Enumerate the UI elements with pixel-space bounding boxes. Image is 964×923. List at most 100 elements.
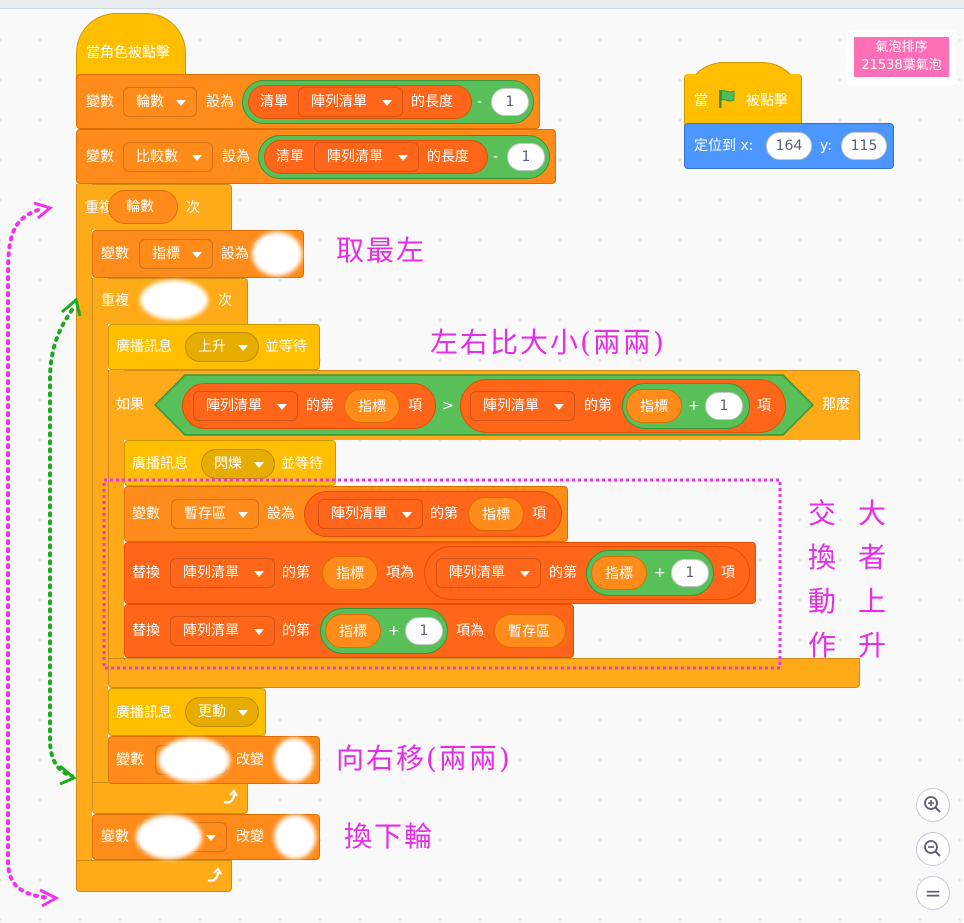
replace2-index: 指標 <box>339 624 367 640</box>
swap-col2-char: 大 <box>858 497 889 530</box>
set2-num-input[interactable]: 1 <box>507 143 545 171</box>
replace1-index2-reporter[interactable]: 指標 <box>591 556 647 590</box>
broadcast-up-dropdown[interactable]: 上升 <box>185 332 259 362</box>
chevron-down-icon <box>277 404 287 410</box>
inner-loop-arrowhead-bottom <box>59 764 77 786</box>
replace1-list-dropdown[interactable]: 陣列清單 <box>170 558 275 588</box>
set2-var-label: 比較數 <box>136 149 178 165</box>
broadcast-blink-dropdown[interactable]: 閃爍 <box>201 449 275 479</box>
broadcast-blink-suffix: 並等待 <box>281 456 323 472</box>
repeat-outer-count-reporter[interactable]: 輪數 <box>108 190 178 224</box>
chevron-down-icon <box>554 404 564 410</box>
annotation-move-right: 向右移(兩兩) <box>336 742 512 775</box>
if-foot <box>108 658 860 688</box>
set1-var-dropdown[interactable]: 輪數 <box>123 87 197 117</box>
swap-col1-char: 換 <box>808 541 839 574</box>
item-a-list-dropdown[interactable]: 陣列清單 <box>193 391 298 421</box>
broadcast-blink-msg: 閃爍 <box>214 456 242 472</box>
replace1-index2: 指標 <box>605 566 633 582</box>
set-temp-index-reporter[interactable]: 指標 <box>468 497 524 531</box>
sprite-badge-line1: 氣泡排序 <box>875 40 928 55</box>
replace2-num-input[interactable]: 1 <box>405 617 443 645</box>
swap-col1-char: 動 <box>808 585 839 618</box>
swap-highlight-box <box>102 478 782 670</box>
set1-list-dropdown[interactable]: 陣列清單 <box>298 87 403 117</box>
item-a-index: 指標 <box>358 399 386 415</box>
set1-list-label: 陣列清單 <box>311 94 367 110</box>
change1-mid: 改變 <box>236 752 264 768</box>
outer-loop-arrowhead-top <box>33 201 54 220</box>
if-arm <box>108 370 124 658</box>
gt-symbol: > <box>442 398 454 414</box>
set2-var-dropdown[interactable]: 比較數 <box>123 142 213 172</box>
set2-list-prefix: 清單 <box>276 149 304 165</box>
if-prefix: 如果 <box>116 397 144 413</box>
repeat-outer-foot <box>76 860 232 892</box>
replace1-list2-dropdown[interactable]: 陣列清單 <box>436 558 541 588</box>
when-flag-clicked-hat-base <box>684 74 802 130</box>
set1-prefix: 變數 <box>86 94 114 110</box>
item-a-index-reporter[interactable]: 指標 <box>344 389 400 423</box>
repeat-arrow-icon <box>220 788 240 808</box>
set-temp-prefix: 變數 <box>132 506 160 522</box>
set-temp-item: 項 <box>532 506 546 522</box>
set1-minus: - <box>477 94 483 110</box>
set-temp-var-dropdown[interactable]: 暫存區 <box>171 499 259 529</box>
repeat-inner-foot <box>92 782 248 814</box>
replace1-of2: 的第 <box>549 565 577 581</box>
set2-mid: 設為 <box>222 149 250 165</box>
repeat-outer-var: 輪數 <box>126 199 154 215</box>
replace1-index-reporter[interactable]: 指標 <box>322 556 378 590</box>
broadcast-update-dropdown[interactable]: 更動 <box>185 697 259 727</box>
zoom-reset-button[interactable]: = <box>916 876 950 910</box>
replace1-prefix: 替換 <box>132 565 160 581</box>
repeat-inner-prefix: 重複 <box>101 293 129 309</box>
set-pointer-var-label: 指標 <box>152 246 180 262</box>
redaction-blob <box>252 232 302 276</box>
chevron-down-icon <box>520 571 530 577</box>
replace1-as: 項為 <box>386 565 414 581</box>
repeat-outer-arm <box>76 184 92 860</box>
goto-y-label: y: <box>820 138 832 154</box>
replace2-list-dropdown[interactable]: 陣列清單 <box>170 616 275 646</box>
item-b-index-reporter[interactable]: 指標 <box>626 389 682 423</box>
replace1-num-input[interactable]: 1 <box>671 559 709 587</box>
broadcast-update-msg: 更動 <box>198 704 226 720</box>
annotation-swap-col1: 交 換 動 作 <box>808 492 838 668</box>
goto-y-input[interactable]: 115 <box>841 132 887 160</box>
set-temp-var-label: 暫存區 <box>184 506 226 522</box>
item-b-num-input[interactable]: 1 <box>705 392 743 420</box>
annotation-take-leftmost: 取最左 <box>336 234 427 267</box>
set2-list-dropdown[interactable]: 陣列清單 <box>314 142 419 172</box>
redaction-blob <box>140 280 208 320</box>
item-b-list-dropdown[interactable]: 陣列清單 <box>470 391 575 421</box>
change2-prefix: 變數 <box>101 829 129 845</box>
item-b-list-label: 陣列清單 <box>483 398 539 414</box>
replace2-prefix: 替換 <box>132 623 160 639</box>
set-temp-list-label: 陣列清單 <box>331 506 387 522</box>
sprite-badge-line2: 21538葉氣泡 <box>861 58 942 73</box>
sprite-badge[interactable]: 氣泡排序 21538葉氣泡 <box>846 30 956 85</box>
swap-col2-char: 升 <box>858 629 889 662</box>
set-temp-list-dropdown[interactable]: 陣列清單 <box>318 499 423 529</box>
chevron-down-icon <box>192 155 202 161</box>
annotation-compare-pair: 左右比大小(兩兩) <box>430 326 666 359</box>
outer-loop-dotted-arrow <box>6 208 52 900</box>
replace2-value-reporter[interactable]: 暫存區 <box>494 614 566 648</box>
goto-x-input[interactable]: 164 <box>766 132 812 160</box>
replace2-of: 的第 <box>282 623 310 639</box>
set2-list-label: 陣列清單 <box>327 149 383 165</box>
chevron-down-icon <box>192 252 202 258</box>
replace2-index-reporter[interactable]: 指標 <box>325 614 381 648</box>
set-pointer-var-dropdown[interactable]: 指標 <box>139 239 213 269</box>
zoom-out-button[interactable] <box>916 832 950 866</box>
annotation-next-round: 換下輪 <box>344 820 435 853</box>
sprite-badge-inner: 氣泡排序 21538葉氣泡 <box>854 37 949 77</box>
set1-num-input[interactable]: 1 <box>491 88 529 116</box>
set-temp-of: 的第 <box>430 506 458 522</box>
set-pointer-mid: 設為 <box>221 246 249 262</box>
swap-col2-char: 上 <box>858 585 889 618</box>
zoom-in-button[interactable] <box>916 788 950 822</box>
set2-prefix: 變數 <box>86 149 114 165</box>
